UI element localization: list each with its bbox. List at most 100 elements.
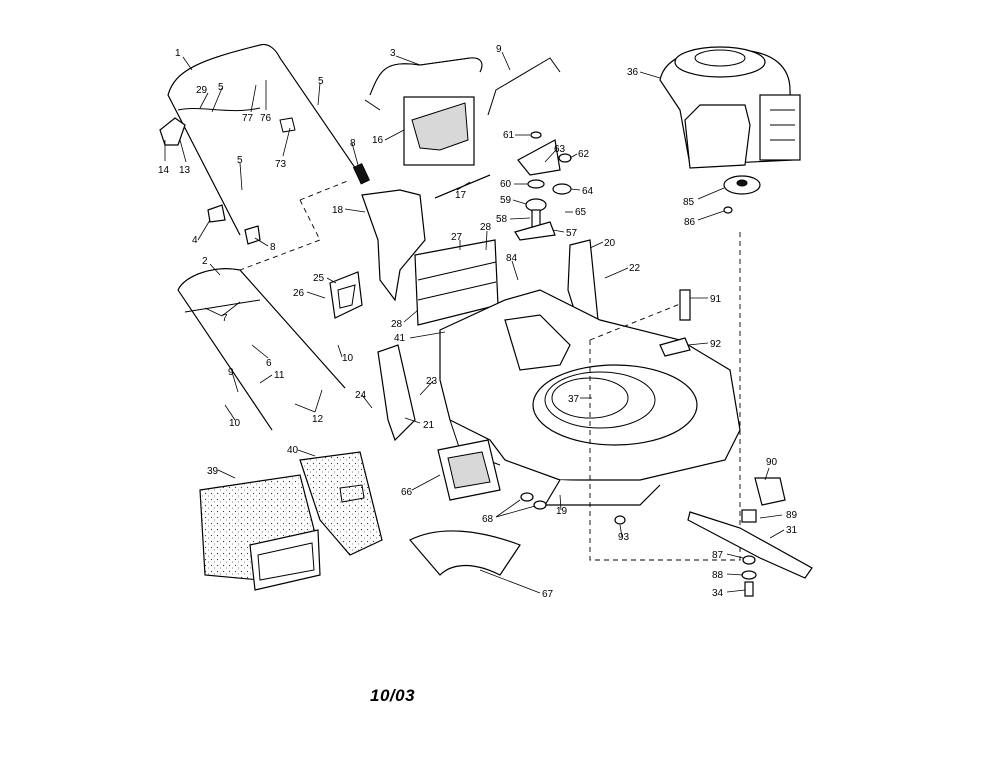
chute-shield <box>361 189 426 302</box>
callout-6: 6 <box>266 358 272 369</box>
drive-bracket <box>517 139 561 176</box>
bag-frame-cover <box>299 451 383 556</box>
bracket-cover <box>403 96 475 166</box>
callout-68: 68 <box>482 514 494 525</box>
callout-37: 37 <box>568 394 580 405</box>
callout-34: 34 <box>712 588 724 599</box>
callout-92: 92 <box>710 339 722 350</box>
callout-10: 10 <box>342 353 354 364</box>
callout-21: 21 <box>423 420 435 431</box>
callout-12: 12 <box>312 414 324 425</box>
bolt <box>679 289 691 321</box>
callout-36: 36 <box>627 67 639 78</box>
callout-73: 73 <box>275 159 287 170</box>
lever <box>659 337 691 357</box>
callout-29: 29 <box>196 85 208 96</box>
callout-8: 8 <box>350 138 356 149</box>
callout-1: 1 <box>175 48 181 59</box>
callout-89: 89 <box>786 510 798 521</box>
grass-bag <box>199 474 321 591</box>
upper-handle <box>167 44 363 236</box>
callout-24: 24 <box>355 390 367 401</box>
date-code: 10/03 <box>370 686 416 705</box>
callout-31: 31 <box>786 525 798 536</box>
pulley-spacer <box>723 206 733 214</box>
leader-lines <box>164 51 785 594</box>
bolt-93 <box>614 515 626 525</box>
callout-26: 26 <box>293 288 305 299</box>
nut <box>530 131 542 139</box>
washer <box>558 153 572 163</box>
callout-labels: 1 29 5 77 76 5 3 9 36 14 13 73 8 16 61 6… <box>158 44 798 600</box>
cable-tie <box>207 204 226 223</box>
callout-90: 90 <box>766 457 778 468</box>
callout-58: 58 <box>496 214 508 225</box>
callout-77: 77 <box>242 113 254 124</box>
callout-9: 9 <box>496 44 502 55</box>
callout-2: 2 <box>202 256 208 267</box>
idler-arm <box>514 221 556 241</box>
callout-93: 93 <box>618 532 630 543</box>
callout-17: 17 <box>455 190 467 201</box>
callout-88: 88 <box>712 570 724 581</box>
engine <box>659 46 801 169</box>
callout-84: 84 <box>506 253 518 264</box>
callout-5: 5 <box>318 76 324 87</box>
callout-91: 91 <box>710 294 722 305</box>
callout-28: 28 <box>391 319 403 330</box>
handle-knob <box>352 163 370 185</box>
callout-13: 13 <box>179 165 191 176</box>
callout-63: 63 <box>554 144 566 155</box>
pulley-hub <box>736 179 748 187</box>
callout-9: 9 <box>228 367 234 378</box>
callout-3: 3 <box>390 48 396 59</box>
lock-washer <box>742 555 756 565</box>
bearing <box>552 183 572 195</box>
blade-adapter <box>754 477 786 506</box>
callout-62: 62 <box>578 149 590 160</box>
callout-59: 59 <box>500 195 512 206</box>
spacer <box>527 179 545 189</box>
callout-20: 20 <box>604 238 616 249</box>
callout-22: 22 <box>629 263 641 274</box>
callout-40: 40 <box>287 445 299 456</box>
callout-8: 8 <box>270 242 276 253</box>
callout-85: 85 <box>683 197 695 208</box>
idler-pulley <box>525 198 547 212</box>
callout-57: 57 <box>566 228 578 239</box>
callout-27: 27 <box>451 232 463 243</box>
callout-61: 61 <box>503 130 515 141</box>
callout-11: 11 <box>274 370 285 381</box>
lower-handle <box>177 268 346 431</box>
callout-18: 18 <box>332 205 344 216</box>
blade-bolt <box>744 581 754 597</box>
mulch-plug <box>409 530 521 576</box>
callout-65: 65 <box>575 207 587 218</box>
callout-10: 10 <box>229 418 241 429</box>
blade <box>687 511 813 579</box>
callout-66: 66 <box>401 487 413 498</box>
callout-60: 60 <box>500 179 512 190</box>
callout-14: 14 <box>158 165 170 176</box>
callout-4: 4 <box>192 235 198 246</box>
callout-5: 5 <box>237 155 243 166</box>
callout-19: 19 <box>556 506 568 517</box>
callout-16: 16 <box>372 135 384 146</box>
screw-68b <box>533 500 547 510</box>
callout-41: 41 <box>394 333 406 344</box>
callout-7: 7 <box>222 313 228 324</box>
callout-5: 5 <box>218 82 224 93</box>
callout-76: 76 <box>260 113 272 124</box>
flat-washer <box>741 570 757 580</box>
callout-64: 64 <box>582 186 594 197</box>
blade-stiffener <box>741 509 757 523</box>
callout-87: 87 <box>712 550 724 561</box>
cable-clip <box>159 117 186 146</box>
callout-28: 28 <box>480 222 492 233</box>
callout-39: 39 <box>207 466 219 477</box>
callout-86: 86 <box>684 217 696 228</box>
callout-67: 67 <box>542 589 554 600</box>
wheel-adjuster-front <box>377 344 416 442</box>
height-bracket <box>329 271 363 319</box>
